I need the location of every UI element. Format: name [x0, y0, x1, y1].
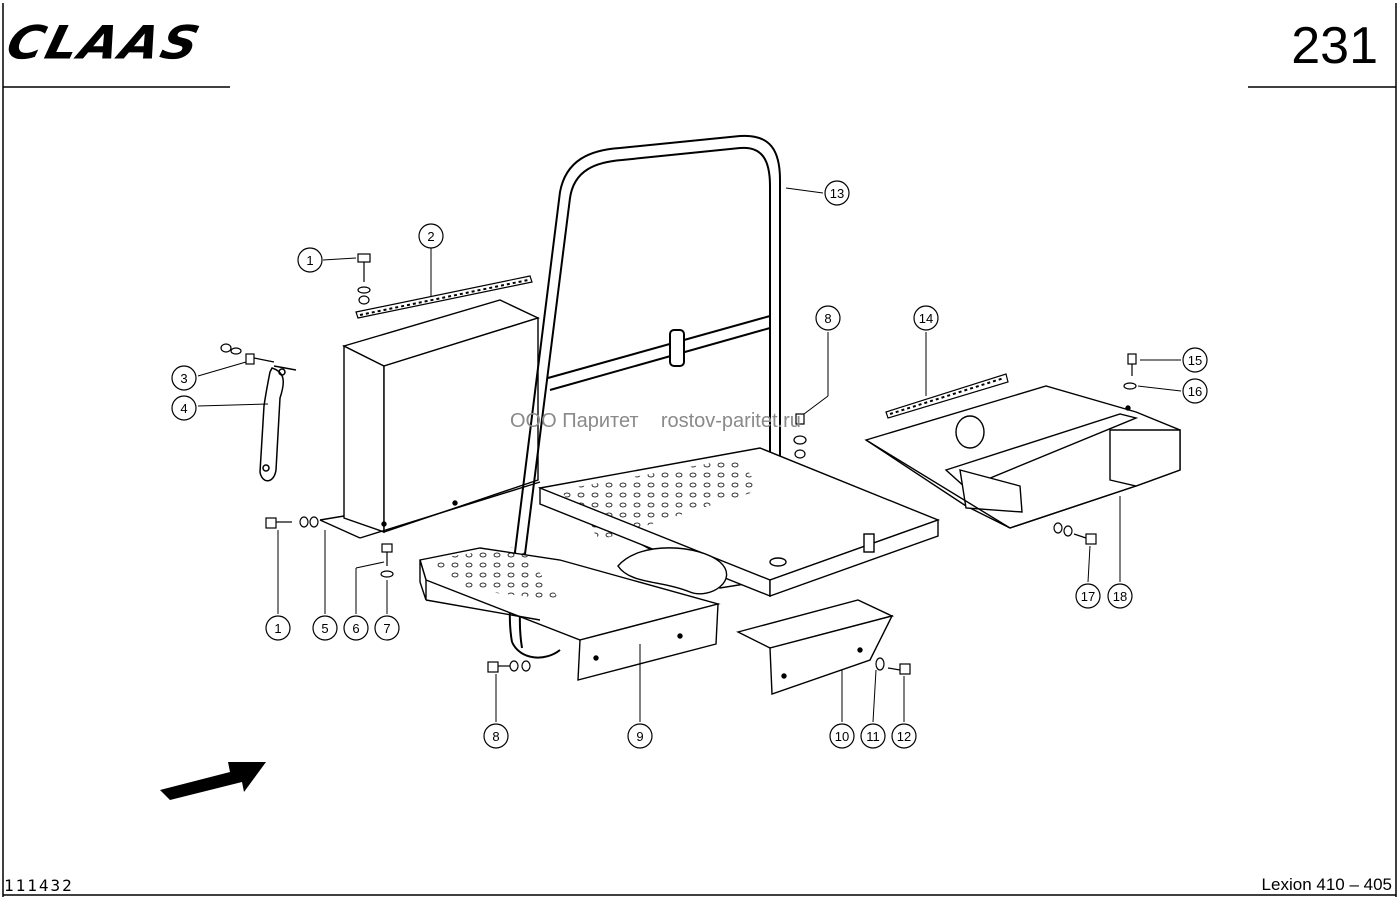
callout-label: 16 — [1188, 384, 1202, 399]
travel-direction-arrow-icon — [160, 762, 266, 800]
callout-8-left: 8 — [483, 723, 509, 749]
callout-label: 10 — [835, 729, 849, 744]
callout-11: 11 — [860, 723, 886, 749]
callout-8-right: 8 — [815, 305, 841, 331]
callout-1-top: 1 — [297, 247, 323, 273]
callout-5: 5 — [312, 615, 338, 641]
callout-2: 2 — [418, 223, 444, 249]
callout-10: 10 — [829, 723, 855, 749]
part-5-side-cover — [319, 299, 541, 539]
callout-17: 17 — [1075, 583, 1101, 609]
part-18-right-cover — [864, 385, 1181, 529]
callout-label: 17 — [1081, 589, 1095, 604]
callout-label: 18 — [1113, 589, 1127, 604]
page-number: 231 — [1291, 17, 1378, 75]
callout-label: 1 — [306, 253, 313, 268]
callout-3: 3 — [171, 365, 197, 391]
part-2-sealing-strip — [355, 275, 533, 319]
fasteners — [220, 253, 1137, 675]
callout-15: 15 — [1182, 347, 1208, 373]
callout-label: 3 — [180, 371, 187, 386]
callout-label: 5 — [321, 621, 328, 636]
part-4-grab-handle — [259, 365, 297, 482]
callout-label: 7 — [383, 621, 390, 636]
callout-1-bottom: 1 — [265, 615, 291, 641]
callout-label: 14 — [919, 311, 933, 326]
watermark-company: ООО Паритет — [510, 410, 639, 432]
callout-label: 6 — [352, 621, 359, 636]
drawing-number: 111432 — [4, 876, 74, 895]
callout-18: 18 — [1107, 583, 1133, 609]
callout-label: 15 — [1188, 353, 1202, 368]
perforated-floor-plate — [537, 447, 940, 598]
frame-rules — [2, 3, 1397, 897]
callout-7: 7 — [374, 615, 400, 641]
callout-label: 9 — [636, 729, 643, 744]
callout-13: 13 — [824, 180, 850, 206]
callout-label: 2 — [427, 229, 434, 244]
callout-12: 12 — [891, 723, 917, 749]
callout-9: 9 — [627, 723, 653, 749]
watermark: ООО Паритет rostov-paritet.ru — [510, 410, 801, 433]
callout-6: 6 — [343, 615, 369, 641]
callout-label: 8 — [824, 311, 831, 326]
callout-label: 1 — [274, 621, 281, 636]
callout-label: 4 — [180, 401, 187, 416]
part-10-angle-bracket — [736, 599, 895, 695]
part-9-step-bracket — [419, 546, 721, 681]
model-name: Lexion 410 – 405 — [1261, 875, 1392, 894]
callout-label: 11 — [866, 729, 880, 744]
watermark-site: rostov-paritet.ru — [660, 410, 801, 432]
callout-label: 13 — [830, 186, 844, 201]
callout-16: 16 — [1182, 378, 1208, 404]
callout-14: 14 — [913, 305, 939, 331]
callout-label: 8 — [492, 729, 499, 744]
callout-4: 4 — [171, 395, 197, 421]
part-14-sealing-strip — [885, 373, 1009, 419]
callout-label: 12 — [897, 729, 911, 744]
leader-lines — [197, 187, 1182, 723]
callouts: 1 2 1 3 4 5 6 7 8 8 9 10 11 12 13 14 15 … — [171, 180, 1208, 749]
